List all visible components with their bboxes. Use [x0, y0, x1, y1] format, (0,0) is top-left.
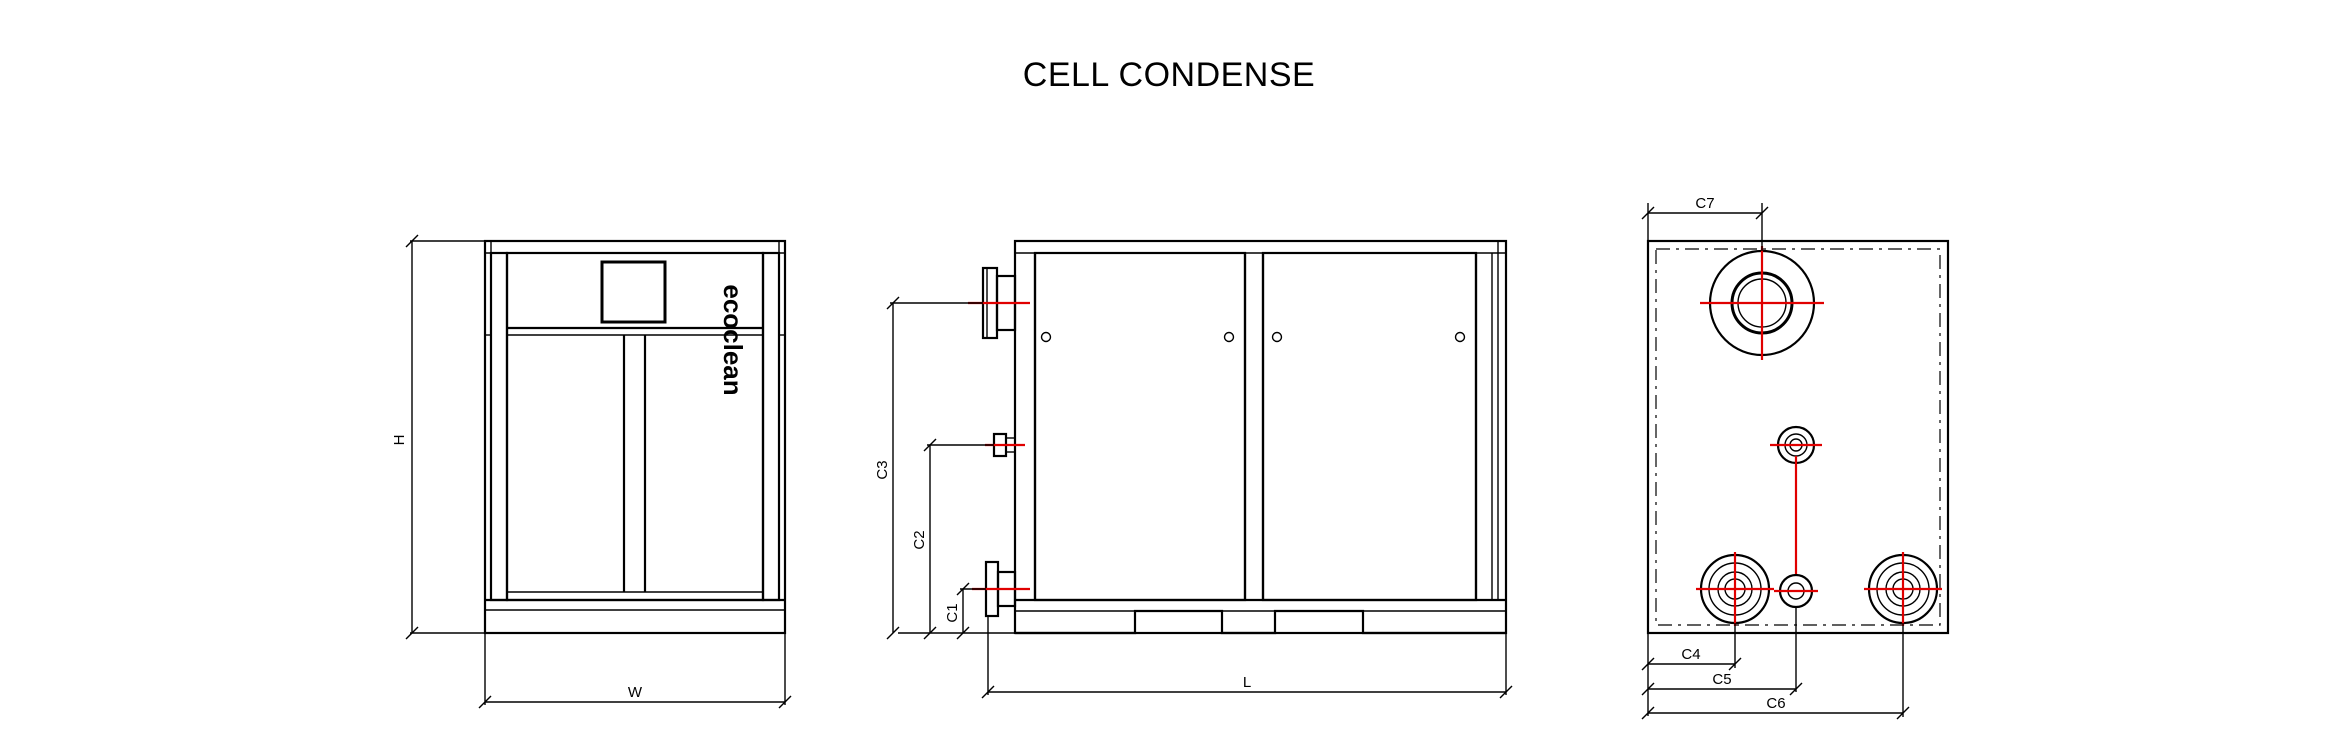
label-c5: C5: [1712, 671, 1731, 688]
brand-logo: ecoclean: [718, 284, 748, 395]
dimension-c4: C4: [1641, 623, 1742, 716]
rear-outline: [1646, 239, 1950, 635]
label-c6: C6: [1766, 695, 1785, 712]
side-outline: [1013, 239, 1508, 635]
dimension-w: W: [478, 633, 792, 709]
label-c1: C1: [944, 603, 961, 622]
side-view: [968, 239, 1508, 635]
dimension-c3: C3: [874, 296, 983, 640]
rear-view: [1646, 239, 1950, 635]
dimension-c6: C6: [1641, 623, 1910, 720]
label-c2: C2: [911, 530, 928, 549]
dimension-c5: C5: [1641, 607, 1803, 696]
label-w: W: [628, 684, 643, 701]
dimension-c7: C7: [1641, 195, 1769, 251]
dimension-l: L: [981, 616, 1513, 699]
label-c4: C4: [1681, 646, 1700, 663]
display-window: [600, 260, 667, 324]
front-view: ecoclean: [483, 239, 787, 635]
dimension-h: H: [391, 234, 485, 640]
label-c3: C3: [874, 460, 891, 479]
side-door-left: [1033, 251, 1247, 602]
label-l: L: [1243, 674, 1251, 691]
drawing-title: CELL CONDENSE: [1022, 56, 1316, 94]
dimension-c1: C1: [898, 582, 1015, 640]
label-c7: C7: [1695, 195, 1714, 212]
side-door-right: [1261, 251, 1478, 602]
label-h: H: [391, 435, 408, 446]
